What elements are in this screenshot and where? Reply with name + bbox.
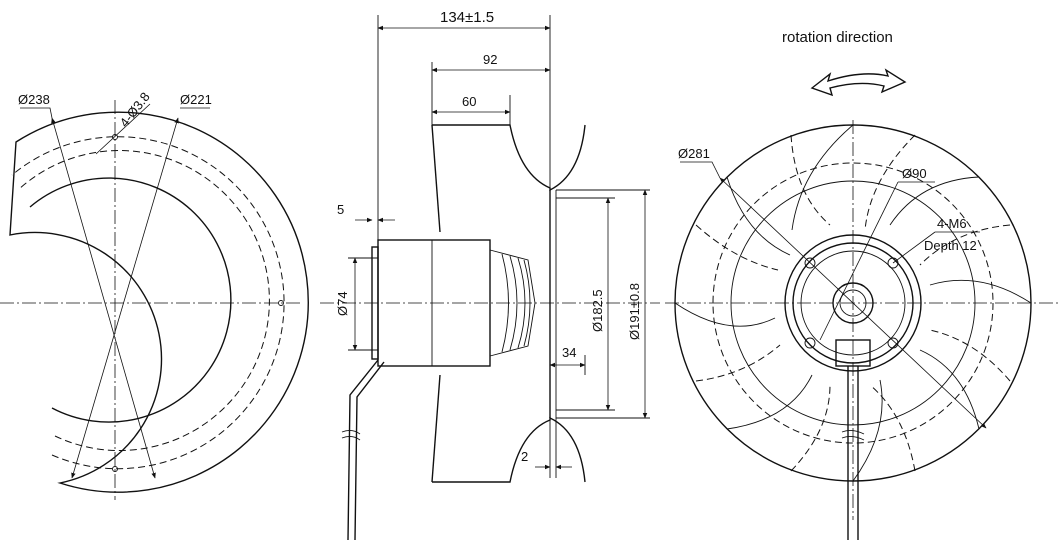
label-92: 92	[483, 52, 497, 67]
impeller-blade-edge-top	[431, 124, 441, 233]
leader-holes	[95, 103, 151, 155]
rotor-fins	[489, 249, 536, 357]
front-view: rotation direction	[665, 29, 1061, 540]
impeller-blade-edge-bottom	[431, 374, 441, 483]
label-diameter-221: Ø221	[180, 92, 212, 107]
impeller-inner-ring	[712, 162, 994, 444]
dim-line-221	[71, 117, 179, 479]
flange-bolt-circle-inner	[17, 150, 270, 451]
label-191: Ø191±0.8	[627, 283, 642, 340]
label-74: Ø74	[335, 291, 350, 316]
dim-line-90	[819, 181, 899, 341]
dim-line-281	[719, 177, 987, 429]
impeller-top	[432, 124, 586, 192]
side-view: 134±1.5 92 60 5 Ø74	[320, 9, 660, 541]
label-182: Ø182.5	[590, 289, 605, 332]
flange-inner-bore	[29, 177, 232, 423]
front-cable-break	[841, 429, 865, 441]
label-thread: 4-M6	[937, 216, 967, 231]
dim-line-238	[51, 117, 156, 479]
flange-view: Ø238 Ø221 4-Ø3.8	[0, 89, 309, 500]
label-diameter-238: Ø238	[18, 92, 50, 107]
thread-hole	[887, 337, 899, 349]
label-5: 5	[337, 202, 344, 217]
label-60: 60	[462, 94, 476, 109]
label-rotation-direction: rotation direction	[782, 29, 893, 46]
leader-281	[680, 161, 721, 179]
impeller-bottom	[432, 416, 586, 483]
motor-flange	[371, 246, 379, 360]
cable	[347, 359, 379, 541]
mounting-hole	[278, 300, 284, 306]
cable-edge	[354, 361, 385, 541]
label-134: 134±1.5	[440, 9, 494, 26]
label-281: Ø281	[678, 146, 710, 161]
leader-thread	[892, 231, 936, 264]
cable-break	[341, 429, 361, 441]
flange-outer-outline	[9, 111, 309, 493]
label-34: 34	[562, 345, 576, 360]
label-90: Ø90	[902, 166, 927, 181]
curved-double-arrow-icon	[810, 68, 907, 97]
label-holes: 4-Ø3.8	[117, 89, 153, 130]
label-2: 2	[521, 449, 528, 464]
label-depth: Depth 12	[924, 238, 977, 253]
thread-hole	[804, 337, 816, 349]
leader-238	[20, 107, 53, 119]
